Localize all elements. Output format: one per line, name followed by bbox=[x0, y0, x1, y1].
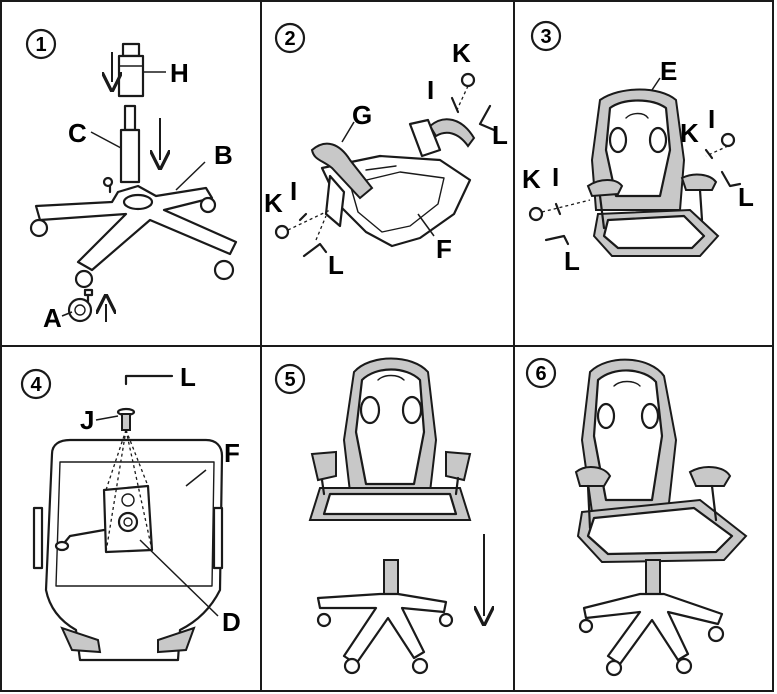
armrest-right bbox=[408, 118, 476, 158]
panel-step-4: 4 L J bbox=[20, 362, 241, 662]
step-number-badge: 4 bbox=[20, 368, 52, 400]
hex-key bbox=[124, 374, 174, 386]
step-number: 5 bbox=[284, 369, 295, 391]
label-l-2: L bbox=[564, 246, 580, 276]
label-c: C bbox=[68, 118, 87, 148]
label-k-2: K bbox=[264, 188, 283, 218]
label-e: E bbox=[660, 56, 677, 86]
mechanism-plate bbox=[54, 429, 154, 554]
chair-top-assembly bbox=[308, 357, 472, 521]
caster-wheel bbox=[67, 288, 94, 323]
assembled-chair bbox=[574, 358, 748, 677]
label-l: L bbox=[180, 362, 196, 392]
bolt-set-right bbox=[704, 132, 742, 188]
step-number-badge: 2 bbox=[274, 22, 306, 54]
label-i-2: I bbox=[290, 176, 297, 206]
bolt-set-right bbox=[450, 72, 496, 132]
label-l: L bbox=[738, 182, 754, 212]
label-k-2: K bbox=[522, 164, 541, 194]
label-d: D bbox=[222, 607, 241, 637]
bolt-set-left bbox=[528, 199, 591, 246]
panel-step-3: 3 E I K L bbox=[522, 20, 754, 276]
bolt bbox=[116, 407, 136, 431]
label-b: B bbox=[214, 140, 233, 170]
label-l-2: L bbox=[328, 250, 344, 280]
star-base bbox=[29, 176, 238, 289]
panel-step-5: 5 bbox=[274, 357, 484, 675]
step-number-badge: 5 bbox=[274, 363, 306, 395]
gas-lift-cover bbox=[117, 42, 145, 98]
panel-step-1: 1 H C B bbox=[25, 28, 238, 333]
step-number-badge: 6 bbox=[525, 357, 557, 389]
label-a: A bbox=[43, 303, 62, 333]
step-number: 3 bbox=[540, 26, 551, 48]
step-number: 4 bbox=[30, 374, 42, 396]
label-k: K bbox=[452, 38, 471, 68]
label-i-2: I bbox=[552, 162, 559, 192]
step-number-badge: 1 bbox=[25, 28, 57, 60]
step-number: 6 bbox=[535, 363, 546, 385]
star-base-with-lift bbox=[316, 559, 454, 675]
label-k: K bbox=[680, 118, 699, 148]
bolt-set-left bbox=[274, 209, 331, 258]
armrest-left bbox=[310, 142, 374, 228]
panel-step-6: 6 bbox=[525, 357, 748, 677]
label-j: J bbox=[80, 405, 94, 435]
label-g: G bbox=[352, 100, 372, 130]
label-i: I bbox=[708, 104, 715, 134]
panel-step-2: 2 G K I L bbox=[264, 22, 508, 280]
chair-without-base bbox=[586, 88, 720, 257]
step-number-badge: 3 bbox=[530, 20, 562, 52]
label-f: F bbox=[436, 234, 452, 264]
label-l: L bbox=[492, 120, 508, 150]
label-h: H bbox=[170, 58, 189, 88]
label-i: I bbox=[427, 75, 434, 105]
step-number: 1 bbox=[35, 34, 46, 56]
step-number: 2 bbox=[284, 28, 295, 50]
gas-lift bbox=[119, 104, 141, 184]
label-f: F bbox=[224, 438, 240, 468]
